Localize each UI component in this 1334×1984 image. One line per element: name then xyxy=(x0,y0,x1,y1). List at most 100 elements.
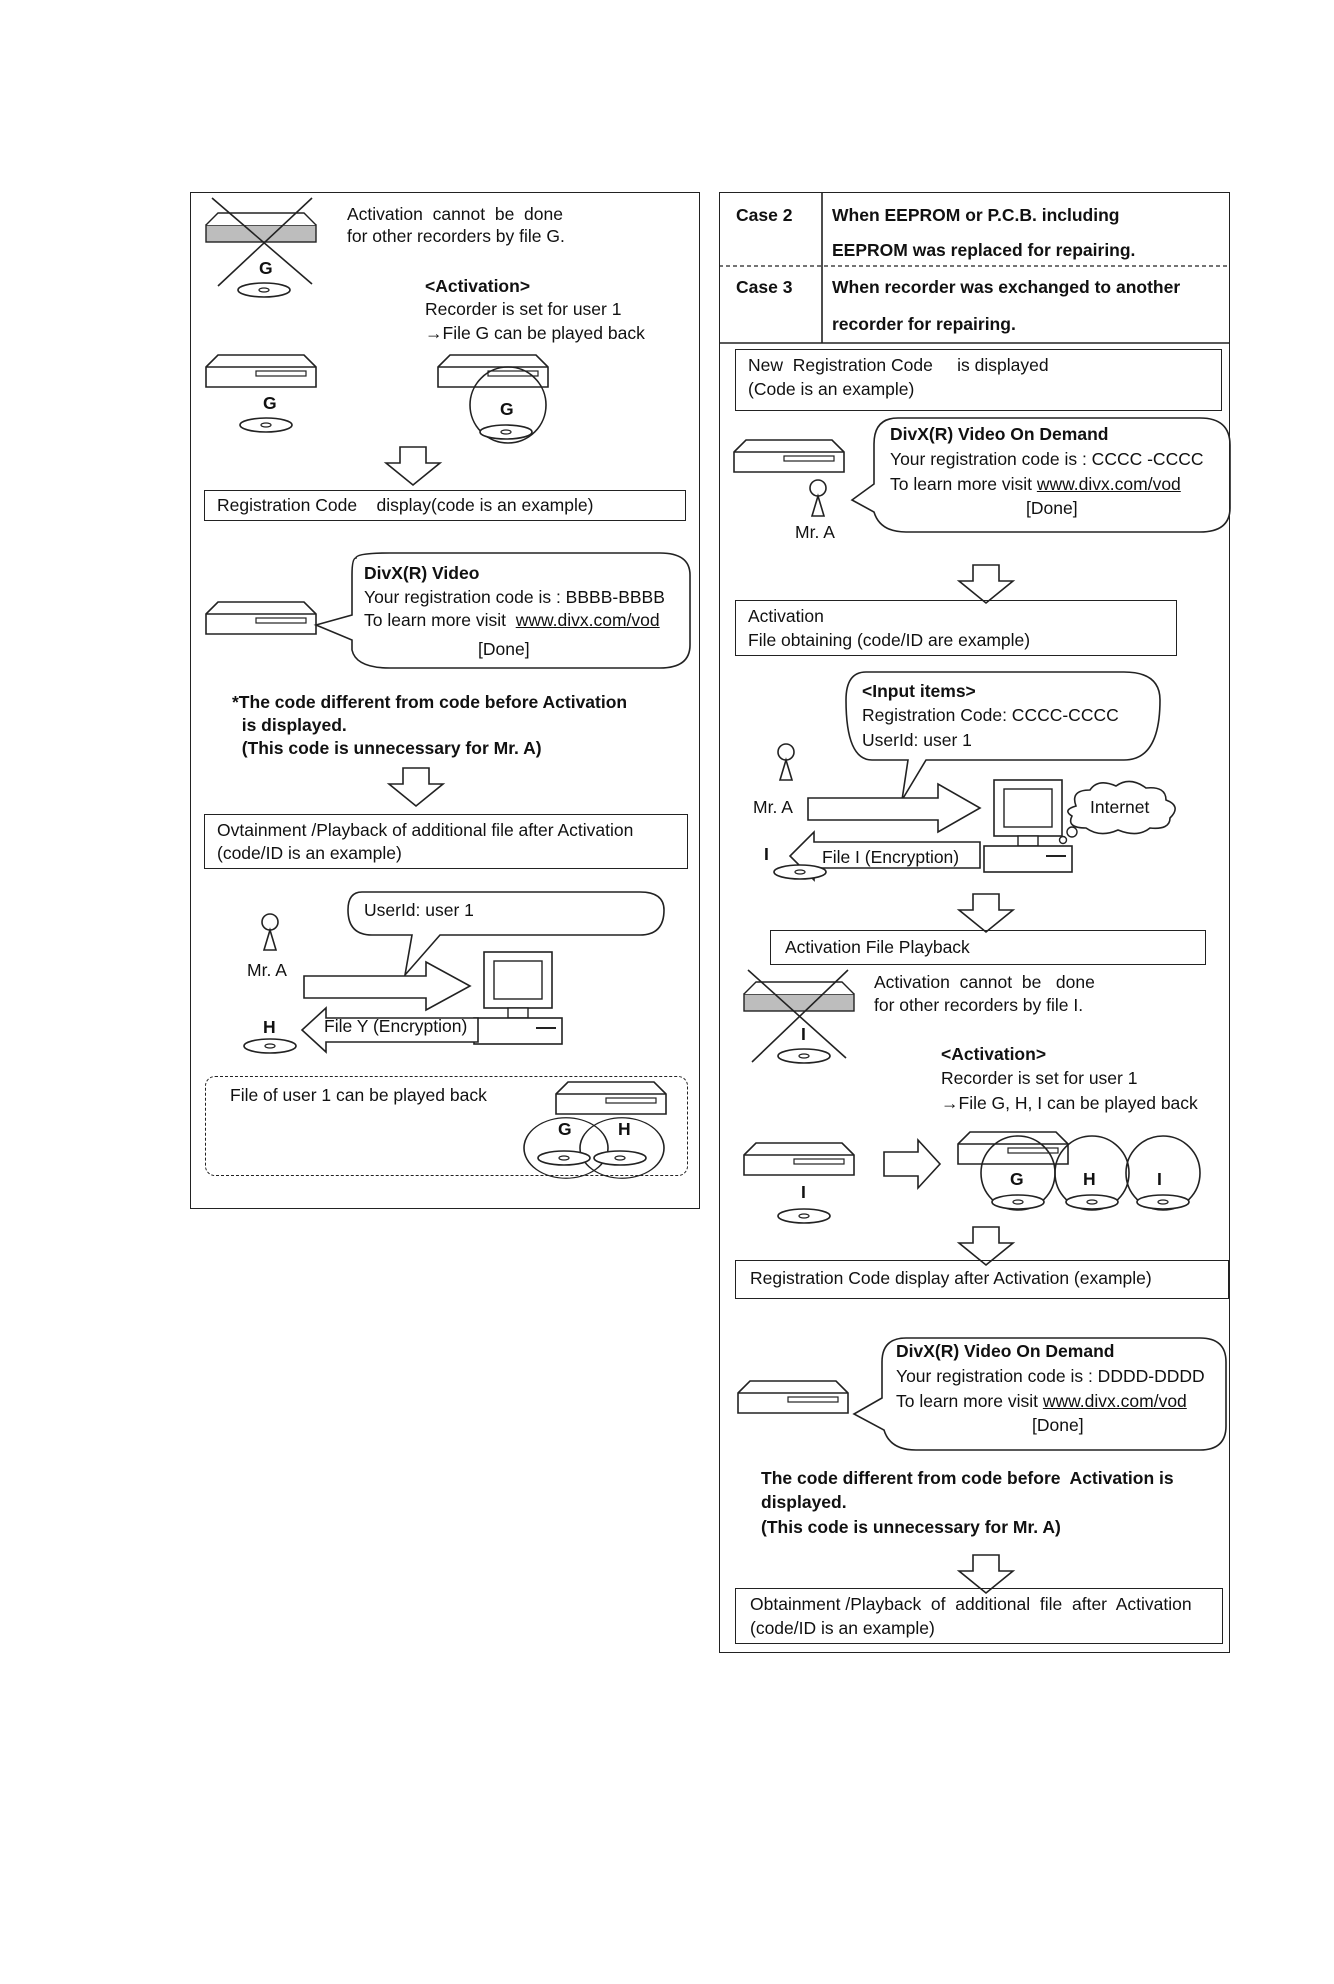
new-registration-box: New Registration Code is displayed (Code… xyxy=(735,349,1222,411)
computer-icon xyxy=(983,779,1073,873)
note-line: is displayed. xyxy=(232,715,347,735)
activation-file-playback-box: Activation File Playback xyxy=(770,930,1206,965)
disc-icon xyxy=(239,417,293,433)
disc-label: I xyxy=(801,1024,806,1044)
vod-title: DivX(R) Video On Demand xyxy=(890,424,1109,444)
speech-bubble xyxy=(313,552,691,669)
cannot-activate-text: for other recorders by file G. xyxy=(347,226,565,246)
done-button[interactable]: [Done] xyxy=(1032,1415,1084,1435)
vod-learn-prefix: To learn more visit xyxy=(890,474,1037,494)
disc-label: I xyxy=(764,844,769,864)
down-arrow-icon xyxy=(388,767,444,807)
disc-label: H xyxy=(263,1017,276,1037)
divx-learn-prefix: To learn more visit xyxy=(364,610,516,630)
down-arrow-icon xyxy=(385,446,441,486)
disc-icon xyxy=(777,1208,831,1224)
vod-link[interactable]: www.divx.com/vod xyxy=(1042,1391,1187,1411)
speech-bubble xyxy=(852,1337,1227,1451)
computer-icon xyxy=(473,951,563,1045)
disc-label: H xyxy=(1083,1169,1096,1189)
recorder-set-text: Recorder is set for user 1 xyxy=(941,1068,1138,1088)
person-icon xyxy=(261,913,279,951)
disc-label: G xyxy=(259,258,273,278)
obtainment-label: Ovtainment /Playback of additional file … xyxy=(217,820,634,840)
internet-label: Internet xyxy=(1090,797,1150,817)
vod-learn-line: To learn more visit www.divx.com/vod xyxy=(896,1389,1187,1413)
divx-link[interactable]: www.divx.com/vod xyxy=(515,610,660,630)
recorder-icon xyxy=(733,439,845,473)
left-panel xyxy=(190,192,700,1209)
disc-label: G xyxy=(500,399,514,419)
file-played-text: →File G, H, I can be played back xyxy=(941,1093,1198,1113)
registration-code-box: Registration Code display(code is an exa… xyxy=(204,490,686,521)
disc-label: G xyxy=(1010,1169,1024,1189)
vod-link[interactable]: www.divx.com/vod xyxy=(1036,474,1181,494)
mr-a-label: Mr. A xyxy=(753,797,793,817)
cannot-activate-text: for other recorders by file I. xyxy=(874,995,1084,1015)
cannot-activate-text: Activation cannot be done xyxy=(874,972,1095,992)
vod-learn-prefix: To learn more visit xyxy=(896,1391,1043,1411)
recorder-with-discs-icon xyxy=(957,1131,1201,1211)
crossed-recorder-icon xyxy=(205,197,317,298)
note-line: displayed. xyxy=(761,1492,847,1512)
user1-playback-label: File of user 1 can be played back xyxy=(230,1085,487,1105)
note-line: The code different from code before Acti… xyxy=(761,1468,1174,1488)
activation-heading: <Activation> xyxy=(941,1044,1047,1064)
done-button[interactable]: [Done] xyxy=(478,639,530,659)
case2-text: When EEPROM or P.C.B. including xyxy=(832,205,1120,225)
registration-code-label: Registration Code display(code is an exa… xyxy=(217,495,594,515)
case3-text: When recorder was exchanged to another xyxy=(832,277,1181,297)
internet-cloud-icon xyxy=(1067,780,1176,835)
registration-after-label: Registration Code display after Activati… xyxy=(750,1268,1152,1288)
activation-box-label: File obtaining (code/ID are example) xyxy=(748,630,1031,650)
recorder-set-text: Recorder is set for user 1 xyxy=(425,299,622,319)
person-icon xyxy=(809,479,827,517)
input-registration: Registration Code: CCCC-CCCC xyxy=(862,705,1119,725)
down-arrow-icon xyxy=(958,893,1014,933)
recorder-with-disc-icon xyxy=(437,354,549,444)
case2-label: Case 2 xyxy=(736,205,793,225)
right-arrow-icon xyxy=(883,1137,942,1191)
disc-label: I xyxy=(801,1182,806,1202)
done-button[interactable]: [Done] xyxy=(1026,498,1078,518)
vod-registration-line: Your registration code is : DDDD-DDDD xyxy=(896,1366,1205,1386)
activation-heading: <Activation> xyxy=(425,276,531,296)
recorder-icon xyxy=(737,1380,849,1414)
userid-text: UserId: user 1 xyxy=(364,900,474,920)
disc-label: H xyxy=(618,1119,631,1139)
disc-label: G xyxy=(558,1119,572,1139)
registration-after-box: Registration Code display after Activati… xyxy=(735,1260,1229,1299)
new-registration-label: (Code is an example) xyxy=(748,379,915,399)
divx-registration-line: Your registration code is : BBBB-BBBB xyxy=(364,587,665,607)
file-y-label: File Y (Encryption) xyxy=(324,1016,468,1036)
speech-bubble xyxy=(850,417,1231,533)
obtainment-box: Ovtainment /Playback of additional file … xyxy=(204,814,688,869)
vod-title: DivX(R) Video On Demand xyxy=(896,1341,1115,1361)
speech-bubble xyxy=(845,671,1161,801)
down-arrow-icon xyxy=(958,564,1014,604)
user1-playback-box: File of user 1 can be played back xyxy=(205,1076,688,1176)
new-registration-label: New Registration Code is displayed xyxy=(748,355,1049,375)
file-i-label: File I (Encryption) xyxy=(822,847,960,867)
case3-text: recorder for repairing. xyxy=(832,314,1016,334)
disc-icon xyxy=(773,864,827,880)
activation-file-playback-label: Activation File Playback xyxy=(785,937,970,957)
crossed-recorder-icon xyxy=(743,969,855,1064)
obtainment-label: (code/ID is an example) xyxy=(750,1618,935,1638)
obtainment-label: (code/ID is an example) xyxy=(217,843,402,863)
divx-title: DivX(R) Video xyxy=(364,563,480,583)
input-userid: UserId: user 1 xyxy=(862,730,972,750)
speech-bubble xyxy=(347,891,665,978)
obtainment-label: Obtainment /Playback of additional file … xyxy=(750,1594,1192,1614)
file-played-text: →File G can be played back xyxy=(425,323,645,343)
right-panel xyxy=(719,192,1230,1653)
note-line: (This code is unnecessary for Mr. A) xyxy=(761,1517,1061,1537)
note-line: (This code is unnecessary for Mr. A) xyxy=(232,738,542,758)
discs-gh-icon xyxy=(523,1117,665,1179)
cannot-activate-text: Activation cannot be done xyxy=(347,204,563,224)
right-arrow-icon xyxy=(303,960,472,1012)
recorder-icon xyxy=(205,601,317,635)
person-icon xyxy=(777,743,795,781)
mr-a-label: Mr. A xyxy=(247,960,287,980)
